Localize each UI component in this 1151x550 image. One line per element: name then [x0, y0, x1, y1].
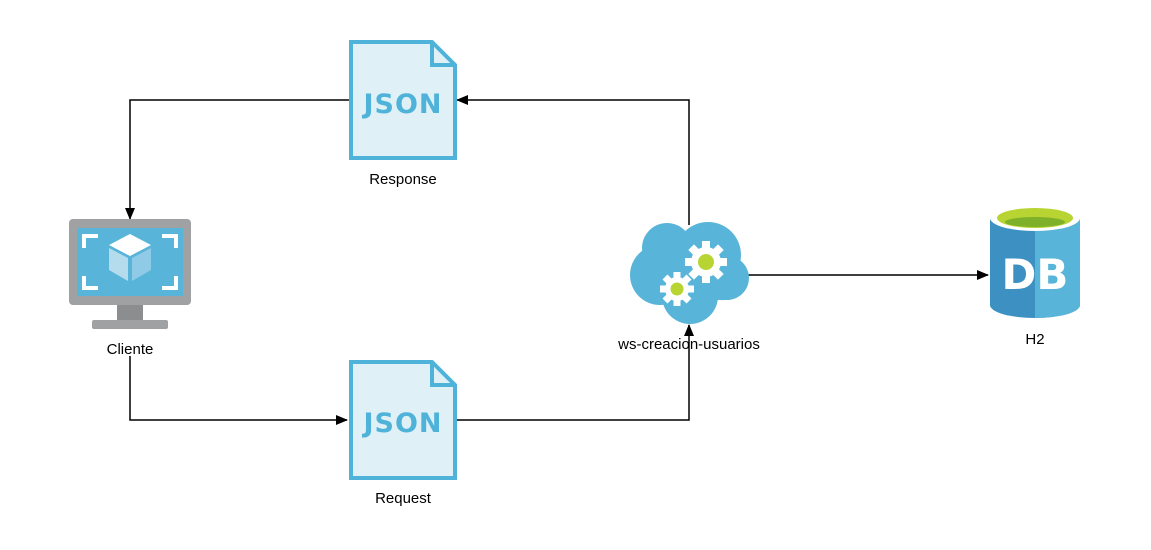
- request-icon-text: JSON: [361, 408, 442, 439]
- gear-icon: [660, 272, 694, 306]
- database-icon: DB: [990, 205, 1080, 318]
- client-label: Cliente: [107, 341, 154, 358]
- client-to-request-arrow: [129, 356, 348, 425]
- service-node[interactable]: ws-creacion-usuarios: [617, 222, 760, 353]
- json-file-icon: JSON: [349, 40, 457, 160]
- client-node[interactable]: Cliente: [69, 219, 191, 358]
- response-icon-text: JSON: [361, 89, 442, 120]
- gear-icon: [685, 241, 727, 283]
- request-node[interactable]: JSON Request: [349, 360, 457, 507]
- response-node[interactable]: JSON Response: [349, 40, 457, 188]
- cloud-gears-icon: [630, 222, 749, 324]
- request-label: Request: [375, 490, 432, 507]
- response-label: Response: [369, 171, 437, 188]
- service-to-response-arrow: [456, 95, 690, 225]
- connectors: [125, 95, 989, 425]
- database-node[interactable]: DB H2: [990, 205, 1080, 348]
- response-to-client-arrow: [125, 99, 349, 220]
- database-icon-text: DB: [1002, 250, 1069, 299]
- request-to-service-arrow: [457, 324, 694, 421]
- json-file-icon: JSON: [349, 360, 457, 480]
- service-label: ws-creacion-usuarios: [617, 336, 760, 353]
- database-label: H2: [1025, 331, 1044, 348]
- monitor-icon: [69, 219, 191, 329]
